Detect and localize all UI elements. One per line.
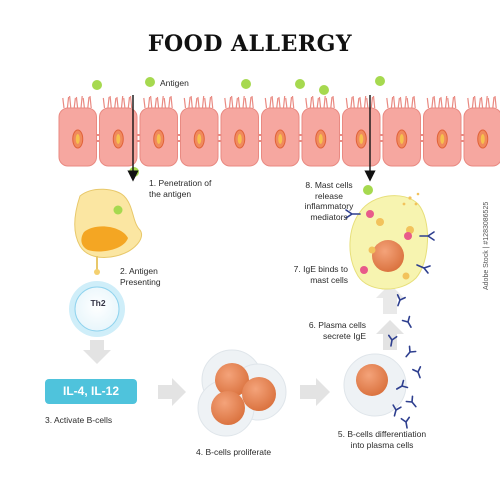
epithelial-cell [96,95,138,167]
epithelial-cell [58,95,97,167]
step-5-label: 5. B-cells differentiation into plasma c… [337,429,427,450]
antigen-icon [375,76,385,86]
right-arrow [158,378,186,406]
mast-cell [349,192,428,290]
right-arrow [300,378,330,406]
th2-cell [69,281,125,337]
antigen-presenting-cell [74,188,142,275]
page-title: FOOD ALLERGY [147,31,353,57]
epithelial-cell [177,95,219,167]
step-6-label: 6. Plasma cells secrete IgE [308,320,366,341]
epithelial-cell [339,95,381,167]
ige-antibody-icon [412,366,422,379]
plasma-cell [343,353,407,417]
antigen-label: Antigen [160,78,189,88]
epithelial-cell [258,95,300,167]
antigen-particles [92,76,385,195]
epithelium-layer [58,95,500,167]
ige-antibody-icon [396,379,409,390]
step-7-label: 7. IgE binds to mast cells [293,264,348,285]
ige-antibody-icon [396,294,406,307]
down-arrow [83,340,111,364]
up-arrow [376,284,404,314]
ige-antibody-icon [401,315,412,328]
antigen-icon [295,79,305,89]
flow-arrows [83,284,404,406]
step-2-label: 2. Antigen Presenting [120,266,161,287]
stock-watermark-text: Adobe Stock | #1283086525 [483,201,490,290]
cytokines-badge: IL-4, IL-12 [45,379,137,404]
epithelial-cell [460,95,500,167]
antigen-icon [113,205,123,215]
antigen-icon [129,167,139,177]
step-1-label: 1. Penetration of the antigen [149,178,212,199]
step-8-label: 8. Mast cells release inflammatory media… [304,180,354,222]
antigen-icon [319,85,329,95]
antigen-icon [145,77,155,87]
b-cell-cluster [197,349,287,437]
th2-label: Th2 [90,298,106,308]
epithelial-cell [420,95,462,167]
ige-antibodies [387,294,422,429]
antigen-icon [363,185,373,195]
epithelial-cell [136,95,178,167]
ige-antibody-icon [387,334,398,347]
ige-antibody-icon [400,416,411,429]
ige-antibody-icon [392,404,402,417]
mast-ige [345,209,435,274]
ige-antibody-icon [405,395,417,408]
up-arrow [376,320,404,350]
epithelial-cell [217,95,259,167]
step-4-label: 4. B-cells proliferate [196,447,272,457]
antigen-icon [92,80,102,90]
step-3-label: 3. Activate B-cells [45,415,113,425]
epithelial-cell [298,95,340,167]
antigen-icon [241,79,251,89]
ige-antibody-icon [405,345,417,358]
epithelial-cell [379,95,421,167]
